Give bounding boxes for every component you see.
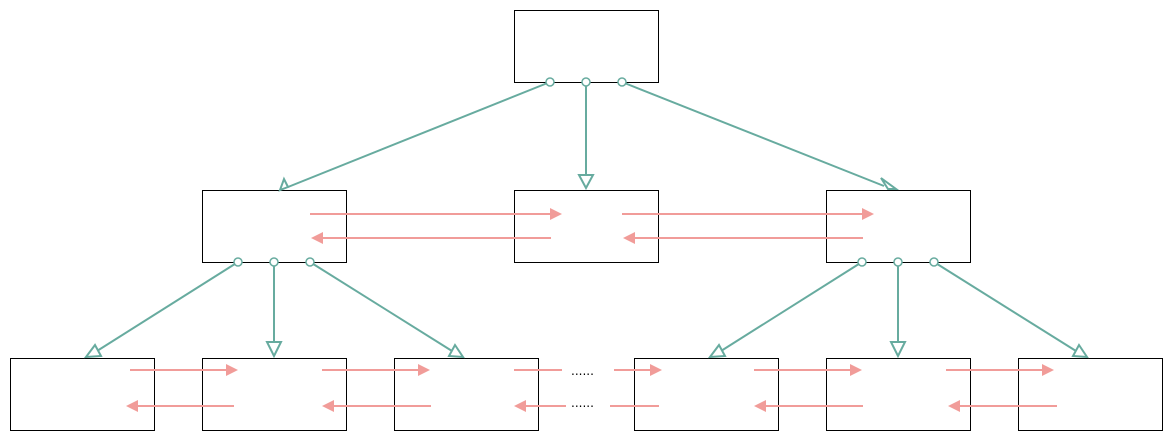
tree-arrowhead <box>889 341 907 359</box>
tree-edges <box>83 77 1089 359</box>
sibling-arrowhead <box>418 364 430 376</box>
sibling-arrowhead <box>850 364 862 376</box>
sibling-links <box>126 208 1057 412</box>
tree-edge-right-leaf6 <box>933 261 1077 352</box>
sibling-arrowhead <box>311 232 323 244</box>
sibling-arrowhead <box>514 400 526 412</box>
root-node <box>514 10 659 83</box>
edge-port <box>581 77 591 87</box>
ellipsis-label-bottom: ...... <box>571 396 594 410</box>
tree-arrowhead <box>265 341 283 359</box>
tree-edge-left-leaf3 <box>309 261 453 352</box>
sibling-arrowhead <box>650 364 662 376</box>
tree-edge-root-left <box>287 81 551 188</box>
edge-port <box>305 257 315 267</box>
sibling-arrowhead <box>754 400 766 412</box>
sibling-arrowhead <box>1042 364 1054 376</box>
edge-port <box>929 257 939 267</box>
tree-edge-left-leaf1 <box>96 261 239 352</box>
tree-arrowhead <box>278 176 290 192</box>
edge-port <box>269 257 279 267</box>
tree-edge-right-leaf4 <box>720 261 863 352</box>
tree-edge-root-right <box>621 81 885 187</box>
level1-node-right <box>826 190 971 263</box>
sibling-arrowhead <box>550 208 562 220</box>
edge-port <box>857 257 867 267</box>
tree-arrowhead <box>447 343 465 359</box>
sibling-arrowhead <box>623 232 635 244</box>
sibling-arrowhead <box>948 400 960 412</box>
sibling-arrowhead <box>862 208 874 220</box>
sibling-arrowhead <box>126 400 138 412</box>
tree-arrowhead <box>1071 343 1089 359</box>
edge-port <box>893 257 903 267</box>
tree-arrowhead <box>707 343 727 359</box>
sibling-arrowhead <box>226 364 238 376</box>
tree-arrowhead <box>83 343 103 359</box>
edge-port <box>545 77 555 87</box>
level1-node-left <box>202 190 347 263</box>
tree-arrowhead <box>880 177 900 190</box>
level1-node-middle <box>514 190 659 263</box>
edge-port <box>233 257 243 267</box>
edge-port <box>617 77 627 87</box>
ellipsis-label-top: ...... <box>571 364 594 378</box>
sibling-arrowhead <box>322 400 334 412</box>
tree-arrowhead <box>577 174 595 191</box>
